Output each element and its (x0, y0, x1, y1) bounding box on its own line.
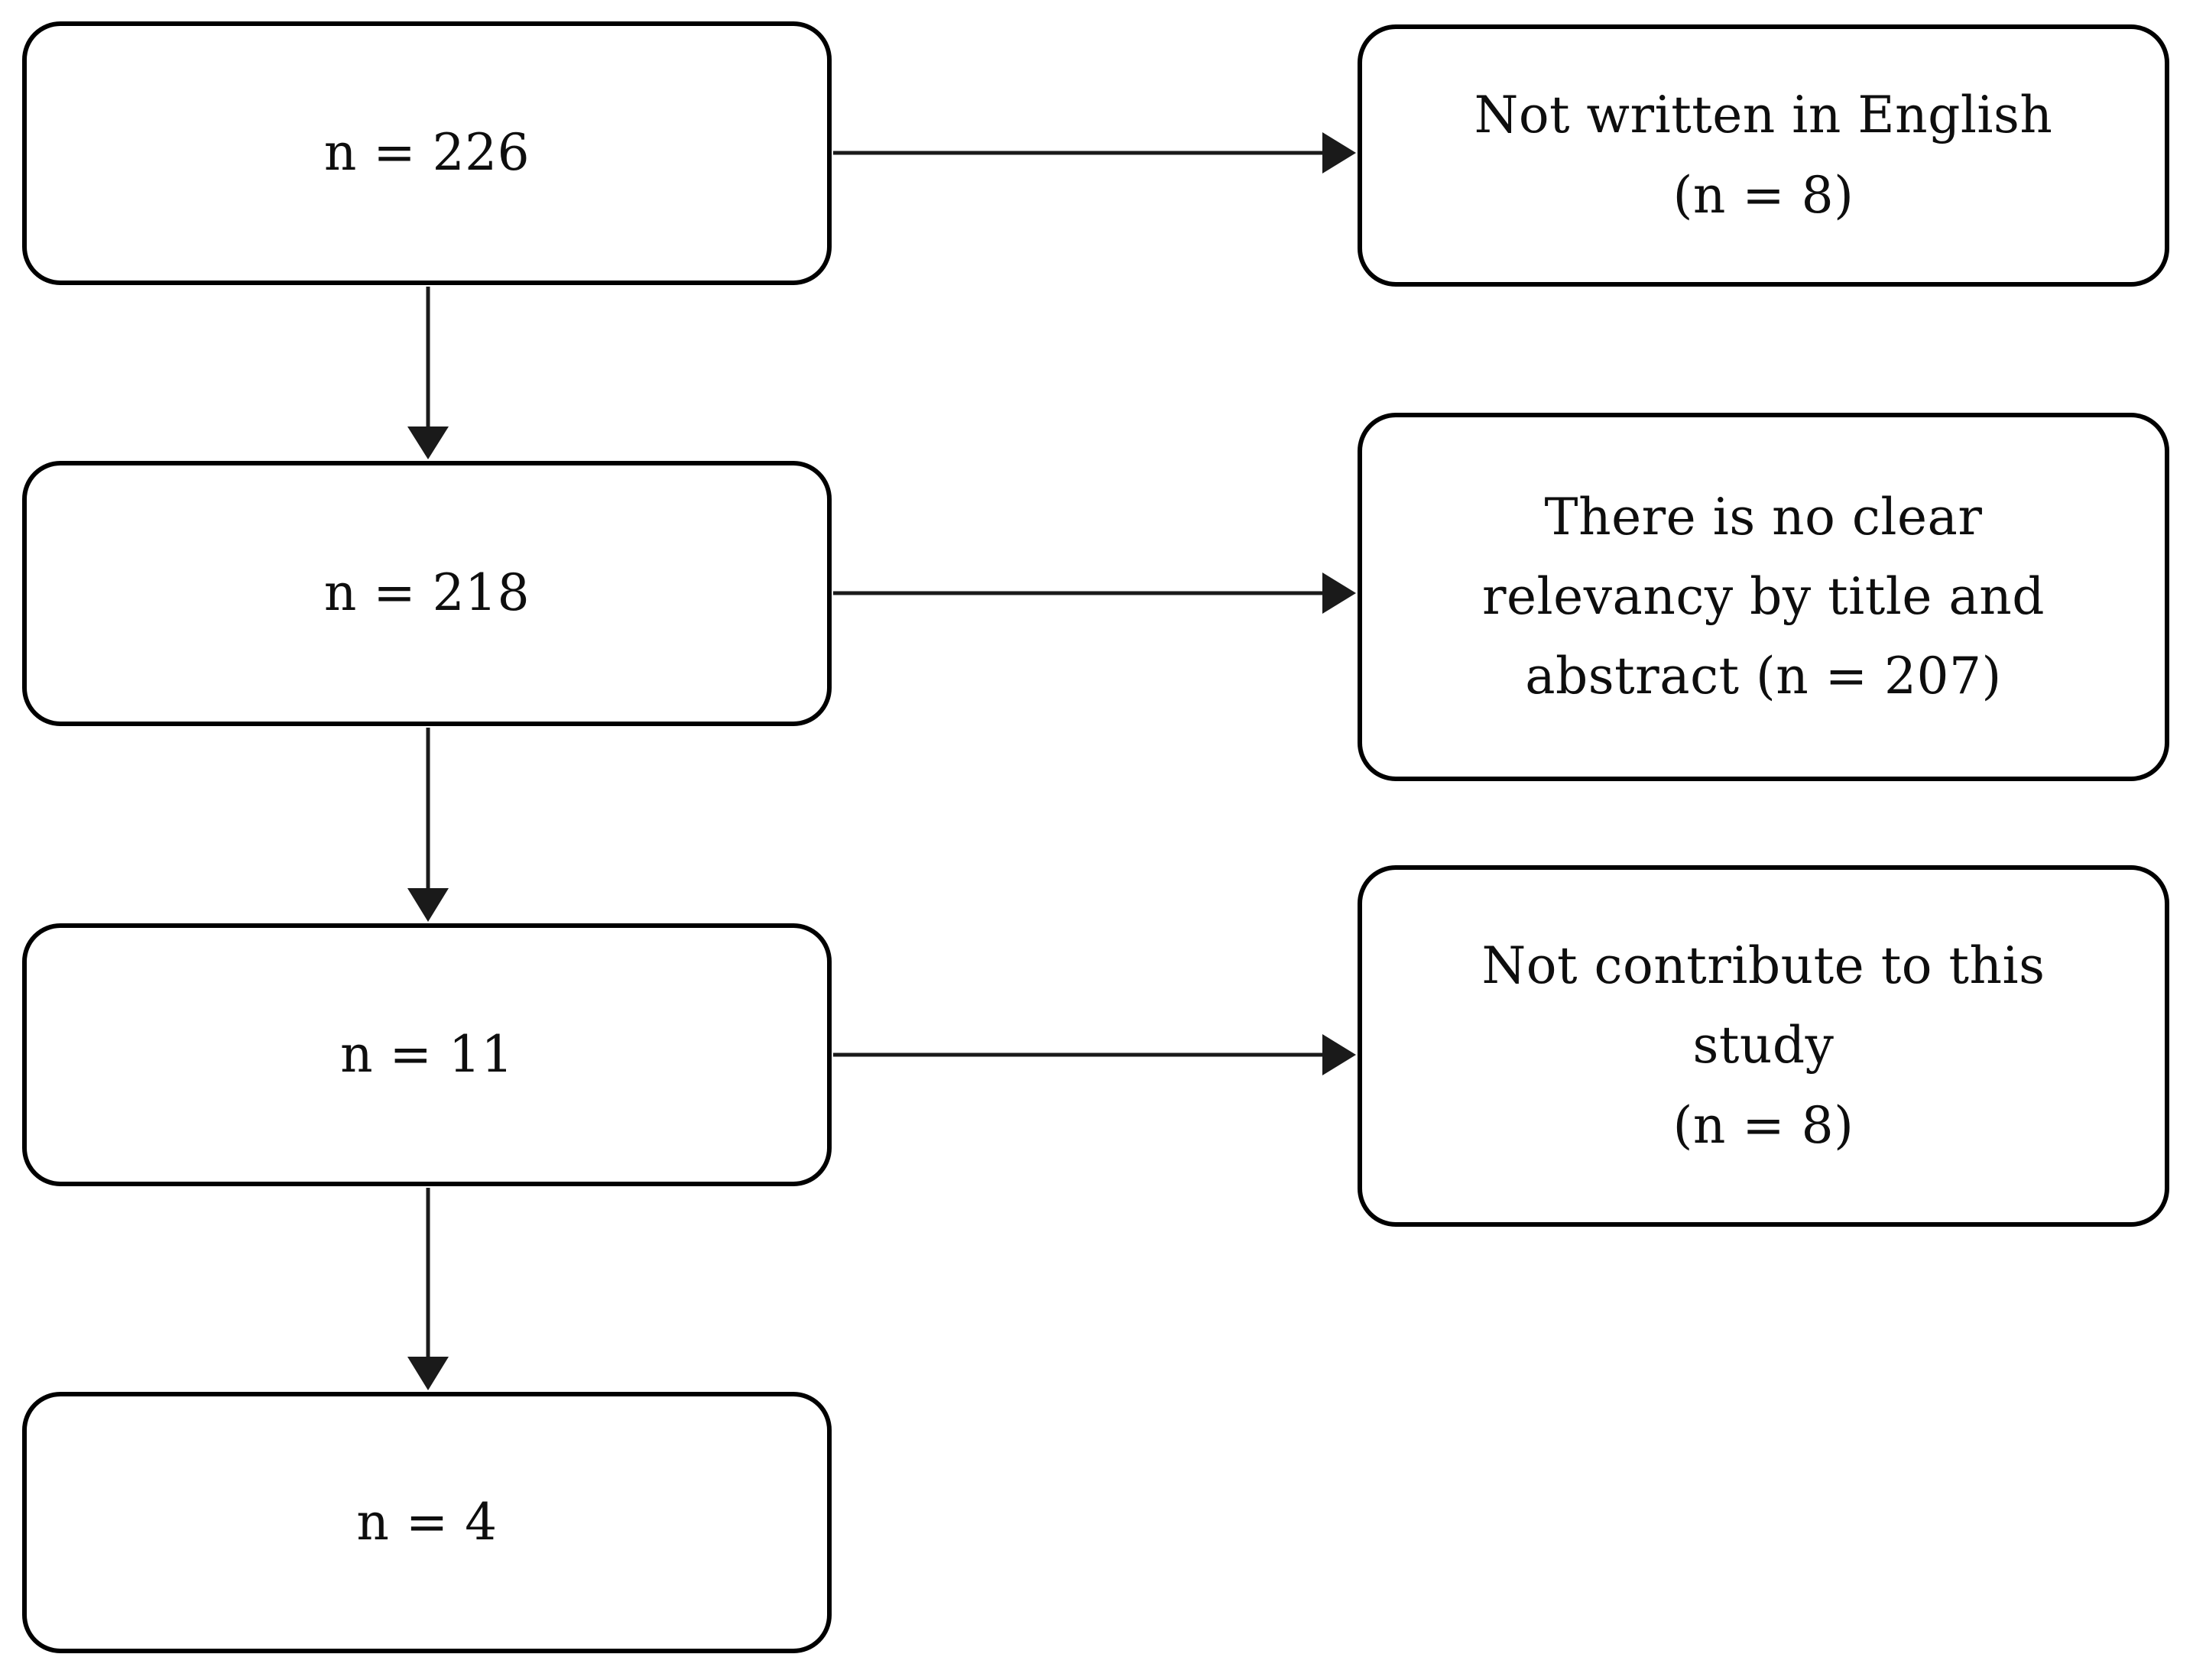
exclusion-node-not-english: Not written in English (n = 8) (1358, 24, 2169, 287)
arrow-down-2-head (407, 888, 449, 922)
flow-node-n4-label: n = 4 (356, 1492, 498, 1552)
exclusion-node-no-relevancy: There is no clear relevancy by title and… (1358, 413, 2169, 781)
flow-node-n4: n = 4 (22, 1392, 832, 1653)
exclusion-node-not-contribute: Not contribute to this study (n = 8) (1358, 865, 2169, 1227)
arrow-right-1-head (1322, 132, 1356, 174)
arrow-right-3-head (1322, 1034, 1356, 1075)
exclusion-node-no-relevancy-label: There is no clear relevancy by title and… (1481, 487, 2045, 706)
exclusion-node-not-contribute-label: Not contribute to this study (n = 8) (1481, 936, 2045, 1155)
arrow-down-3-head (407, 1357, 449, 1390)
flow-node-n226-label: n = 226 (323, 123, 530, 183)
arrow-down-1-head (407, 426, 449, 459)
flow-node-n11: n = 11 (22, 923, 832, 1186)
flow-node-n226: n = 226 (22, 21, 832, 285)
flow-node-n11-label: n = 11 (340, 1024, 514, 1084)
flow-node-n218-label: n = 218 (323, 563, 530, 623)
flow-node-n218: n = 218 (22, 461, 832, 726)
exclusion-node-not-english-label: Not written in English (n = 8) (1474, 86, 2053, 225)
arrow-right-2-head (1322, 572, 1356, 614)
